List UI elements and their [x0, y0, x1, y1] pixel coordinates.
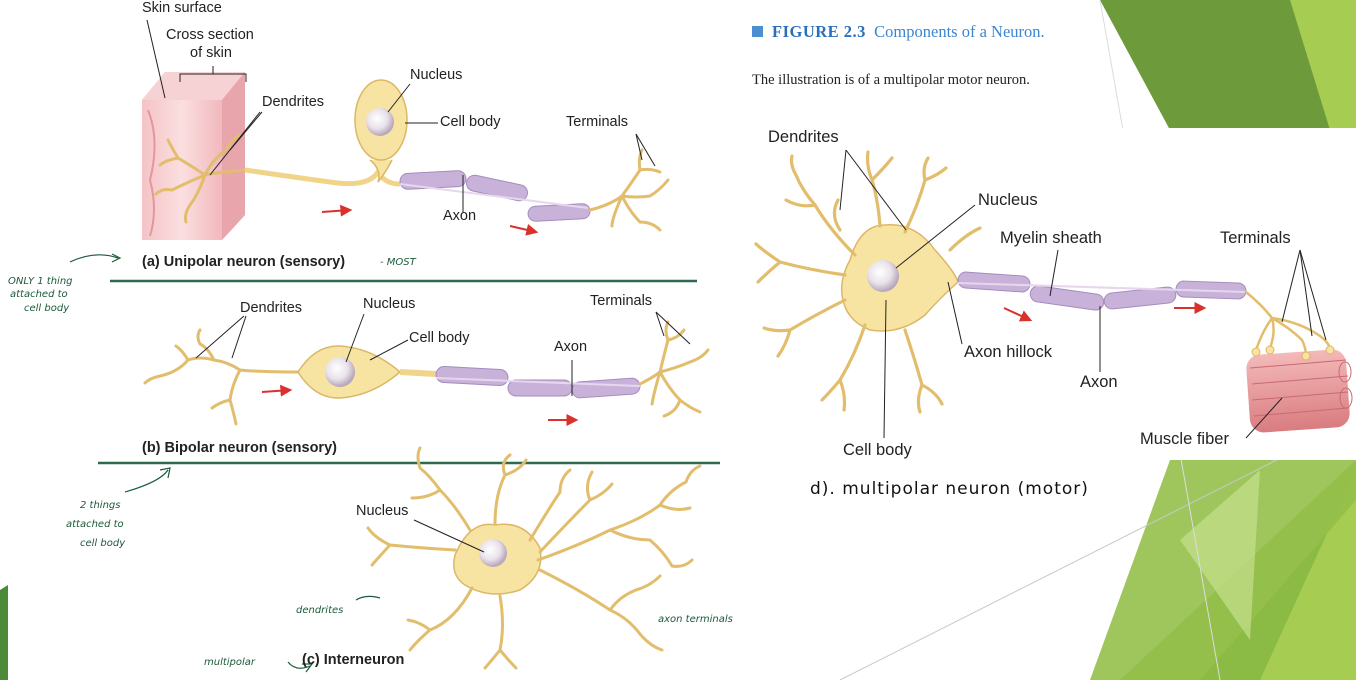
- note-only-line1: ONLY 1 thing: [8, 276, 73, 287]
- figure-square-icon: [752, 26, 763, 37]
- note-only-line2: attached to: [10, 289, 68, 300]
- handwritten-arrows: [69, 253, 381, 673]
- note-most: - MOST: [380, 257, 416, 268]
- bipolar-neuron: [143, 311, 710, 426]
- nucleus-label-a: Nucleus: [410, 67, 463, 83]
- axon-hillock-label: Axon hillock: [964, 343, 1053, 361]
- cross-section-label-2: of skin: [190, 45, 232, 61]
- axon-label-a: Axon: [443, 208, 477, 224]
- nucleus-label-c: Nucleus: [356, 503, 409, 519]
- figure-name: Components of a Neuron.: [874, 22, 1045, 41]
- figure-number: FIGURE 2.3: [772, 22, 866, 41]
- cross-section-label: Cross section: [166, 27, 254, 43]
- dendrites-label-b: Dendrites: [240, 300, 303, 316]
- muscle-fiber-bundle: [1246, 345, 1353, 433]
- note-two-line3: cell body: [80, 538, 126, 549]
- axon-label-d: Axon: [1080, 373, 1118, 391]
- nucleus-label-b: Nucleus: [363, 296, 416, 312]
- note-multipolar: multipolar: [204, 657, 256, 668]
- nucleus-label-d: Nucleus: [978, 191, 1038, 209]
- multipolar-neuron: [754, 149, 1353, 439]
- terminals-label-d: Terminals: [1220, 229, 1291, 247]
- figure-title: FIGURE 2.3 Components of a Neuron.: [752, 22, 1045, 42]
- dendrites-label-d: Dendrites: [768, 128, 839, 146]
- figure-caption: The illustration is of a multipolar moto…: [752, 72, 1030, 88]
- terminals-label-b: Terminals: [590, 293, 653, 309]
- note-dendrites: dendrites: [296, 605, 344, 616]
- muscle-fiber-label: Muscle fiber: [1140, 430, 1229, 448]
- cell-body-label-a: Cell body: [440, 114, 501, 130]
- note-two-line2: attached to: [66, 519, 124, 530]
- caption-c: (c) Interneuron: [302, 652, 405, 668]
- unipolar-neuron: [142, 19, 670, 240]
- myelin-sheath-label: Myelin sheath: [1000, 229, 1102, 247]
- axon-label-b: Axon: [554, 339, 588, 355]
- note-multipolar-motor: d). multipolar neuron (motor): [810, 479, 1089, 499]
- terminals-label-a: Terminals: [566, 114, 629, 130]
- caption-a: (a) Unipolar neuron (sensory): [142, 254, 346, 270]
- caption-b: (b) Bipolar neuron (sensory): [142, 440, 337, 456]
- note-only-line3: cell body: [24, 303, 70, 314]
- cell-body-label-d: Cell body: [843, 441, 912, 459]
- dendrites-label-a: Dendrites: [262, 94, 325, 110]
- note-axon-terminals: axon terminals: [658, 614, 733, 625]
- skin-surface-label: Skin surface: [142, 0, 222, 16]
- interneuron: [366, 446, 702, 670]
- note-two-line1: 2 things: [80, 500, 121, 511]
- cell-body-label-b: Cell body: [409, 330, 470, 346]
